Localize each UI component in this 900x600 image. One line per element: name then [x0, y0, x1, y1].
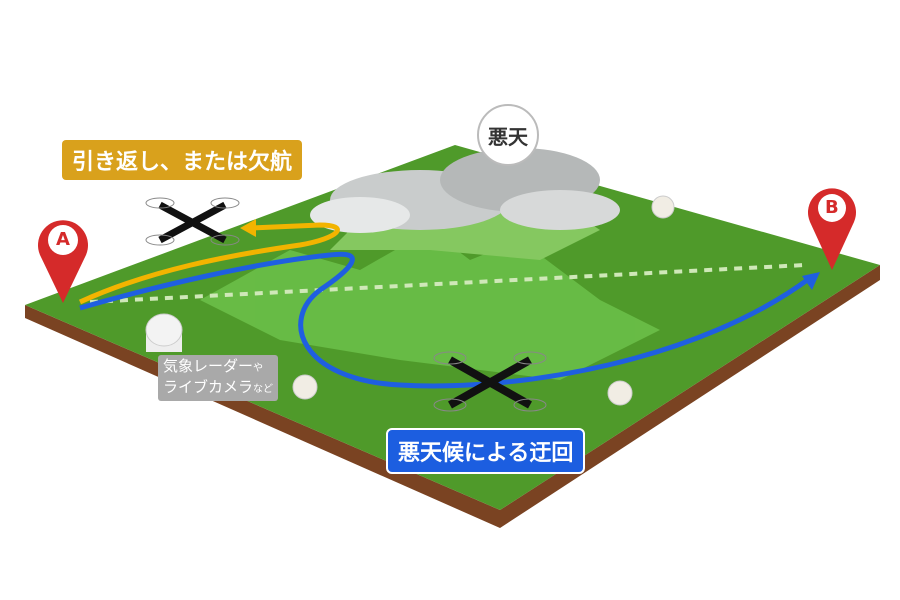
radar-camera-label: 気象レーダーや ライブカメラなど — [158, 355, 279, 401]
detour-route — [79, 251, 812, 389]
pin-a-icon — [38, 220, 88, 303]
drone-return — [145, 197, 240, 246]
pin-b-icon — [808, 188, 856, 270]
bad-weather-badge: 悪天 — [477, 104, 539, 166]
return-label: 引き返し、または欠航 — [62, 140, 303, 180]
radar-line1-small: や — [253, 363, 264, 374]
storm-cloud — [310, 148, 620, 233]
point-a-label: A — [56, 229, 70, 250]
detour-label: 悪天候による迂回 — [386, 428, 586, 474]
return-arrowhead — [240, 219, 256, 237]
return-route — [78, 222, 340, 305]
radar-line1: 気象レーダー — [163, 357, 254, 375]
radar-line2-small: など — [253, 384, 274, 395]
detour-arrowhead — [802, 272, 820, 290]
radar-line2: ライブカメラ — [163, 378, 254, 396]
radar-dome — [145, 313, 183, 352]
live-camera-icon — [292, 195, 675, 406]
bad-weather-text: 悪天 — [488, 124, 528, 149]
point-b-label: B — [825, 197, 839, 218]
drone-detour — [433, 351, 547, 412]
